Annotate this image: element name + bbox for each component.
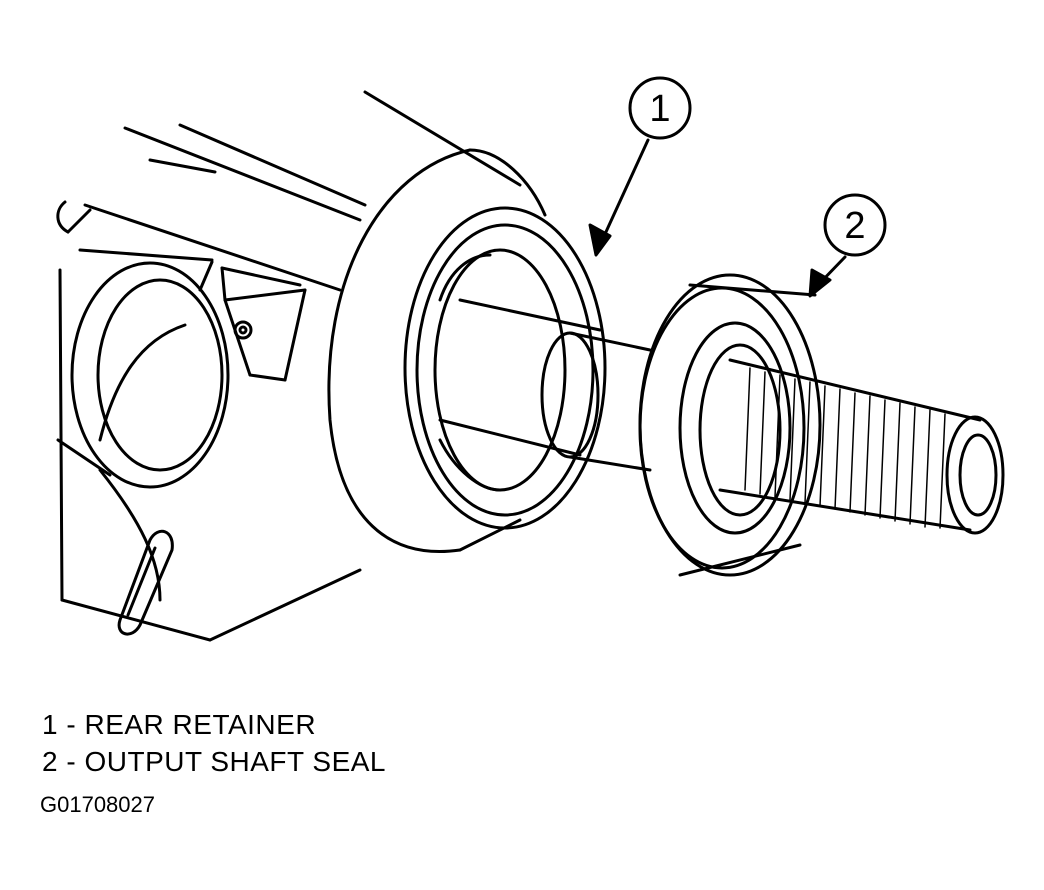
housing-port <box>70 261 230 489</box>
housing-slot <box>117 529 174 636</box>
legend-item-number: 1 <box>42 709 59 740</box>
legend-item-text: OUTPUT SHAFT SEAL <box>84 746 386 777</box>
transmission-housing <box>56 90 522 642</box>
legend-item: 1 - REAR RETAINER <box>42 706 386 743</box>
legend-item-separator: - <box>66 709 77 740</box>
output-shaft <box>438 298 1005 535</box>
parts-legend: 1 - REAR RETAINER 2 - OUTPUT SHAFT SEAL <box>42 706 386 780</box>
output-shaft-seal <box>638 273 822 577</box>
rear-retainer <box>327 148 607 553</box>
legend-item-number: 2 <box>42 746 59 777</box>
figure-id: G01708027 <box>40 792 155 817</box>
legend-item-separator: - <box>66 746 77 777</box>
callout-2 <box>808 193 887 298</box>
callout-1 <box>588 76 692 257</box>
legend-item: 2 - OUTPUT SHAFT SEAL <box>42 743 386 780</box>
callout-1-number: 1 <box>649 88 670 130</box>
callout-2-number: 2 <box>844 205 865 247</box>
legend-item-text: REAR RETAINER <box>84 709 317 740</box>
